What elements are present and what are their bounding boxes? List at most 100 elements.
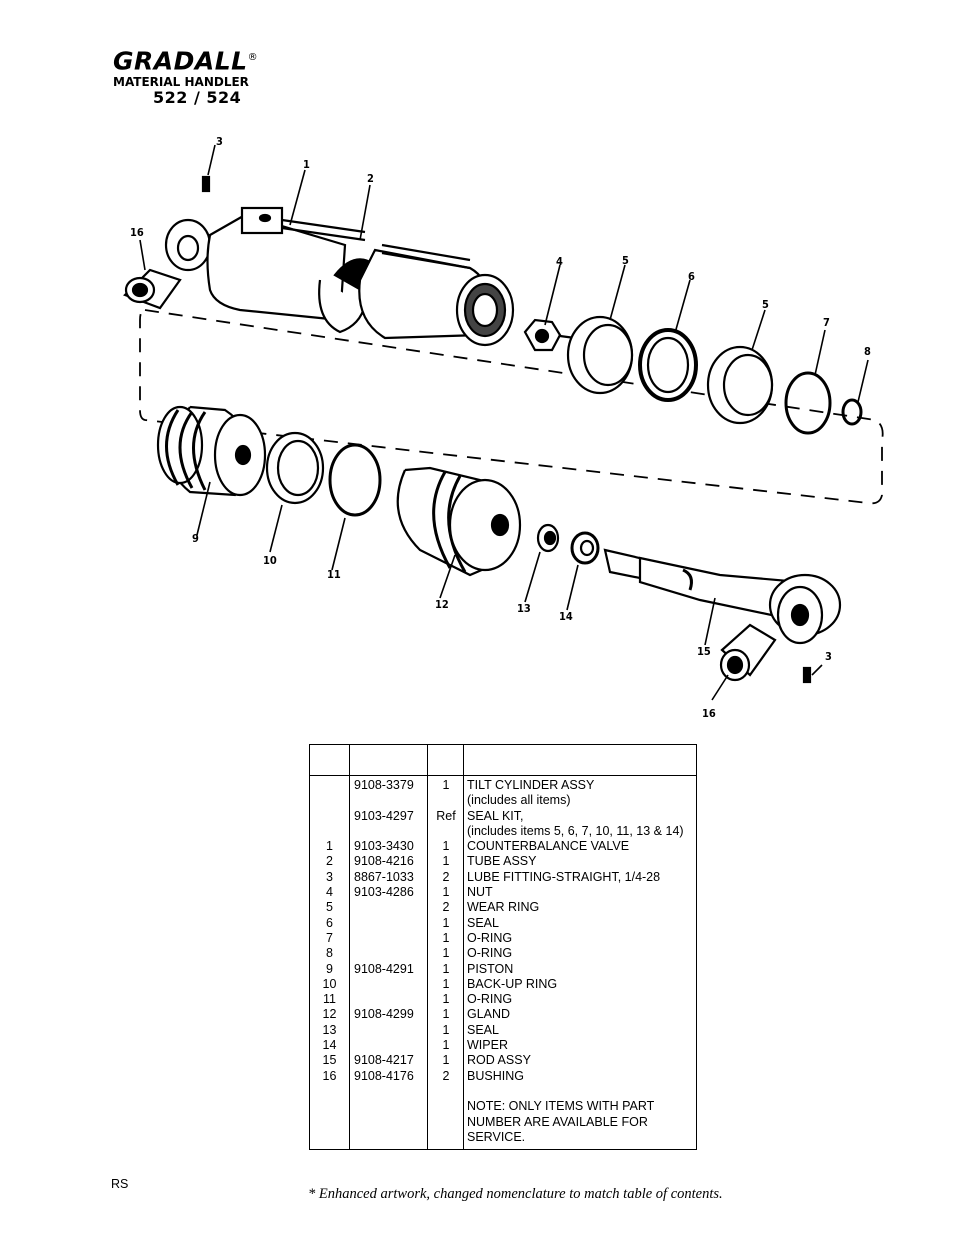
description: O-RING — [467, 992, 513, 1007]
part-number: 9108-4217 — [354, 1053, 414, 1068]
callout-12: 12 — [435, 598, 449, 611]
description: BUSHING — [467, 1068, 524, 1083]
description: PISTON — [467, 961, 514, 976]
part-number: 9108-4216 — [354, 854, 414, 869]
quantity: 1 — [442, 946, 450, 961]
table-row: 14 1 WIPER — [310, 1038, 696, 1053]
quantity: 1 — [442, 1007, 450, 1022]
callout-10: 10 — [263, 554, 277, 567]
part-number: 9103-4297 — [354, 808, 414, 823]
description: WEAR RING — [467, 900, 540, 915]
callout-7: 7 — [823, 316, 830, 329]
description: SEAL — [467, 915, 499, 930]
callout-3: 3 — [216, 135, 223, 148]
quantity: 1 — [442, 976, 450, 991]
description: TILT CYLINDER ASSY — [467, 778, 595, 792]
callout-6: 6 — [688, 270, 695, 283]
item-number: 13 — [322, 1022, 337, 1037]
table-row: 6 1 SEAL — [310, 916, 696, 931]
callout-5b: 5 — [762, 298, 769, 311]
bushing-top — [123, 268, 182, 310]
description: O-RING — [467, 930, 513, 945]
lube-fitting-bottom — [802, 666, 812, 684]
gland — [396, 466, 522, 577]
callout-15: 15 — [697, 645, 711, 658]
back-up-ring — [265, 431, 325, 505]
item-number: 6 — [326, 915, 333, 930]
quantity: 2 — [442, 900, 450, 915]
description: (includes all items) — [467, 793, 571, 808]
callout-4: 4 — [556, 255, 563, 268]
description: TUBE ASSY — [467, 854, 537, 869]
exploded-view-drawing: 1 2 3 4 5 6 5 7 8 9 10 11 12 13 14 15 3 … — [123, 135, 884, 720]
callout-5: 5 — [622, 254, 629, 267]
description: SERVICE. — [467, 1129, 526, 1144]
o-ring-7 — [784, 371, 832, 435]
column-divider — [427, 745, 428, 1149]
column-divider — [463, 745, 464, 1149]
part-number: 9103-3430 — [354, 839, 414, 854]
quantity: 1 — [442, 885, 450, 900]
description: O-RING — [467, 946, 513, 961]
callout-14: 14 — [559, 610, 573, 623]
callout-1: 1 — [303, 158, 310, 171]
description: WIPER — [467, 1038, 508, 1053]
item-number: 14 — [322, 1038, 337, 1053]
table-row — [310, 1084, 696, 1099]
quantity: 1 — [442, 930, 450, 945]
callout-8: 8 — [864, 345, 871, 358]
rod-assy — [603, 548, 842, 645]
quantity: 2 — [442, 869, 450, 884]
quantity: 1 — [442, 915, 450, 930]
callout-11: 11 — [327, 568, 341, 581]
part-number: 9103-4286 — [354, 885, 414, 900]
callout-16b: 16 — [702, 707, 716, 720]
description: NUT — [467, 885, 493, 900]
table-row: 10 1 BACK-UP RING — [310, 977, 696, 992]
part-number: 9108-4299 — [354, 1007, 414, 1022]
item-number: 11 — [323, 992, 336, 1007]
callout-16: 16 — [130, 226, 144, 239]
callout-2: 2 — [367, 172, 374, 185]
footnote: * Enhanced artwork, changed nomenclature… — [308, 1186, 723, 1202]
description: COUNTERBALANCE VALVE — [467, 839, 630, 854]
table-row: SERVICE. — [310, 1130, 696, 1145]
description: NOTE: ONLY ITEMS WITH PART — [467, 1099, 655, 1114]
quantity: 2 — [442, 1068, 450, 1083]
registered-mark: ® — [247, 52, 259, 63]
callout-3b: 3 — [825, 650, 832, 663]
table-row: (includes all items) — [310, 793, 696, 808]
description: GLAND — [467, 1007, 511, 1022]
table-row: 12 9108-4299 1 GLAND — [310, 1007, 696, 1022]
table-row: (includes items 5, 6, 7, 10, 11, 13 & 14… — [310, 824, 696, 839]
o-ring-11 — [328, 443, 382, 517]
callout-9: 9 — [192, 532, 199, 545]
description: (includes items 5, 6, 7, 10, 11, 13 & 14… — [467, 823, 684, 838]
callout-13: 13 — [517, 602, 531, 615]
description: LUBE FITTING-STRAIGHT, 1/4-28 — [467, 869, 661, 884]
part-number: 9108-4176 — [354, 1068, 414, 1083]
description: SEAL — [467, 1022, 499, 1037]
initials: RS — [111, 1177, 129, 1191]
description: BACK-UP RING — [467, 976, 558, 991]
bushing-bottom — [719, 623, 777, 682]
gradall-logo: GRADALL® MATERIAL HANDLER 522 / 524 — [113, 44, 283, 107]
item-number: 1 — [326, 839, 333, 854]
dashed-centerline — [139, 309, 884, 505]
item-number: 12 — [322, 1007, 337, 1022]
quantity: 1 — [442, 854, 450, 869]
quantity: 1 — [442, 1038, 450, 1053]
item-number: 15 — [322, 1053, 337, 1068]
item-number: 10 — [322, 976, 337, 991]
quantity: 1 — [442, 778, 450, 792]
wiper — [570, 531, 600, 565]
